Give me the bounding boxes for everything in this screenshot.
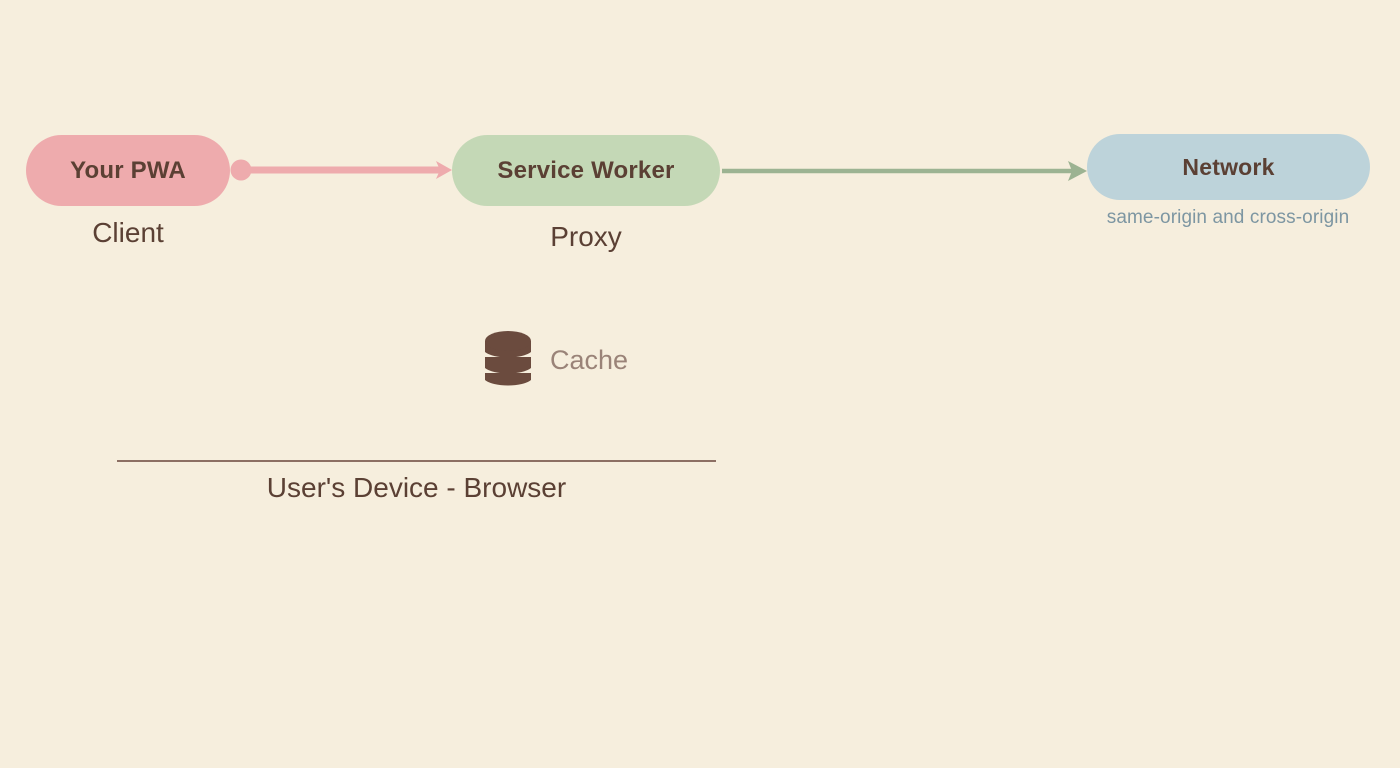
- browser-boundary-label-text: User's Device - Browser: [266, 472, 567, 503]
- caption-network-origins: same-origin and cross-origin: [1073, 207, 1383, 229]
- node-network-label: Network: [1182, 153, 1275, 180]
- caption-client-text: Client: [92, 217, 164, 248]
- caption-client: Client: [26, 217, 230, 249]
- caption-proxy: Proxy: [452, 221, 720, 253]
- connector-service-worker-to-network: [722, 161, 1087, 181]
- node-network[interactable]: Network: [1087, 134, 1370, 200]
- node-service-worker-label: Service Worker: [497, 156, 675, 184]
- database-icon: [485, 331, 531, 386]
- browser-boundary-label: User's Device - Browser: [117, 472, 716, 504]
- browser-boundary-line: [117, 460, 716, 462]
- cache-label: Cache: [550, 344, 629, 375]
- node-your-pwa[interactable]: Your PWA: [26, 135, 230, 206]
- node-your-pwa-label: Your PWA: [70, 156, 186, 184]
- caption-proxy-text: Proxy: [550, 221, 622, 252]
- connector-pwa-to-service-worker: [230, 159, 452, 181]
- cache-store[interactable]: Cache: [483, 328, 628, 390]
- caption-network-origins-text: same-origin and cross-origin: [1106, 207, 1350, 228]
- arrowhead-pink-icon: [436, 161, 452, 179]
- node-service-worker[interactable]: Service Worker: [452, 135, 720, 206]
- arrowhead-green-icon: [1068, 161, 1087, 181]
- connector-start-dot-icon: [230, 159, 252, 181]
